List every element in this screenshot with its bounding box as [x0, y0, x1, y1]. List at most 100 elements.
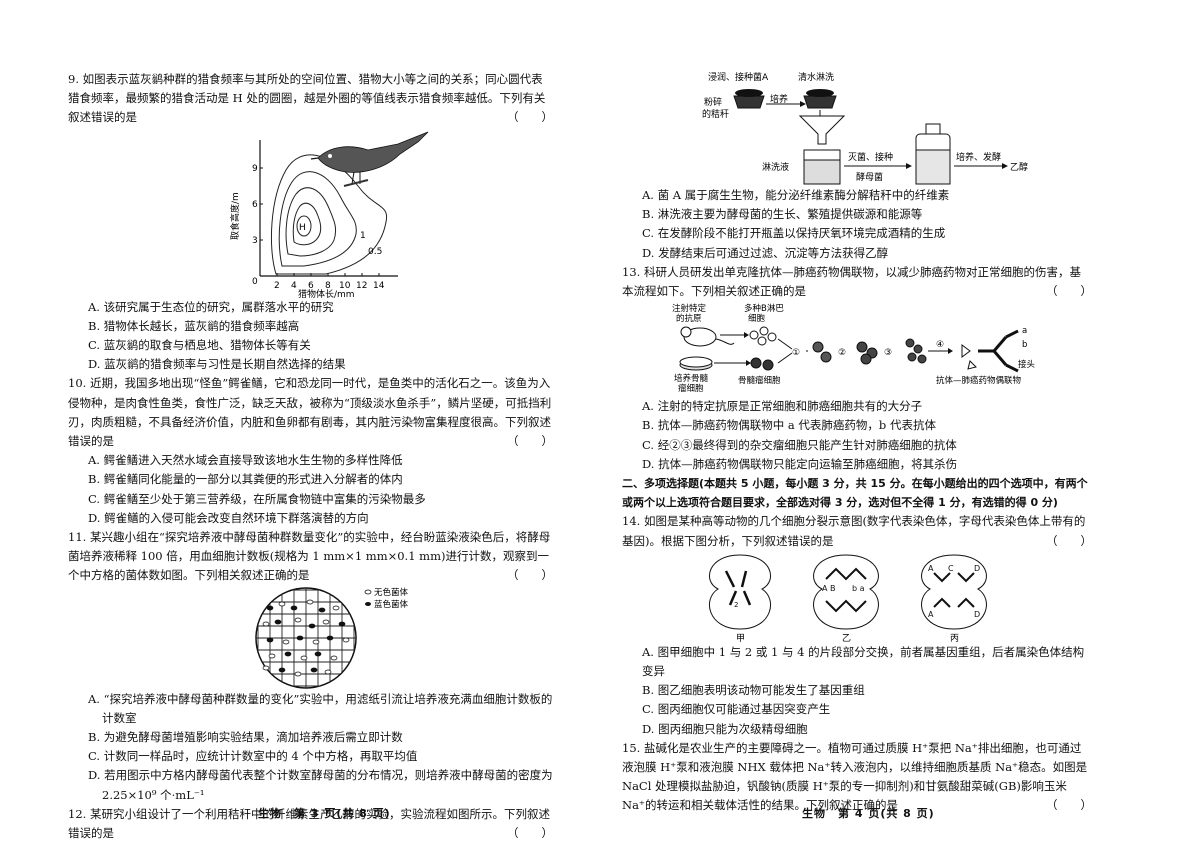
colorless-yeast-cell	[342, 637, 350, 643]
q13-flowchart: 注射特定 的抗原 多种B淋巴 细胞 培养骨髓 瘤细胞	[672, 303, 1036, 394]
step-2: ②	[838, 348, 846, 358]
answer-paren: （ ）	[507, 110, 553, 125]
svg-text:A B: A B	[822, 584, 836, 593]
antibody-conjugate-icon	[978, 329, 1019, 373]
q14-option-a[interactable]: A. 图甲细胞中 1 与 2 或 1 与 4 的片段部分交换，前者属基因重组，后…	[642, 644, 1085, 679]
q14-option-d[interactable]: D. 图丙细胞只能为次级精母细胞	[642, 721, 808, 736]
x-tick: 8	[325, 281, 331, 291]
svg-text:D: D	[974, 564, 980, 573]
colorless-yeast-cell	[282, 639, 290, 645]
q14-cell-division: 2 甲 A B b a 乙 A C D A	[708, 554, 987, 644]
x-tick: 10	[339, 281, 351, 291]
question-9-stem: 9. 如图表示蓝灰鹟种群的猎食频率与其所处的空间位置、猎物大小等之间的关系；同心…	[68, 70, 553, 128]
q12-flowchart: 浸润、接种菌A 清水淋洗 粉碎 的秸秆 培养 淋洗液 灭菌、接种 酵母菌	[702, 71, 1028, 185]
question-10-stem: 10. 近期，我国多地出现“怪鱼”鳄雀鳝，它和恐龙同一时代，是鱼类中的活化石之一…	[68, 374, 553, 451]
q11-option-b[interactable]: B. 为避免酵母菌增殖影响实验结果，滴加培养液后需立即计数	[88, 730, 403, 745]
q9-option-d[interactable]: D. 蓝灰鹟的猎食频率与习性是长期自然选择的结果	[88, 357, 346, 372]
x-tick: 2	[274, 281, 280, 291]
q11-option-c[interactable]: C. 计数同一样品时，应统计计数室中的 4 个中方格，再取平均值	[88, 749, 418, 764]
step-4: ④	[936, 340, 944, 350]
blue-yeast-cell	[318, 607, 326, 613]
answer-paren: （ ）	[507, 434, 553, 449]
q12-option-a[interactable]: A. 菌 A 属于腐生生物，能分泌纤维素酶分解秸秆中的纤维素	[642, 188, 950, 202]
x-axis-title: 猎物体长/mm	[298, 288, 355, 298]
q12-option-c[interactable]: C. 在发酵阶段不能打开瓶盖以保持厌氧环境完成酒精的生成	[642, 226, 946, 241]
inject-label-2: 的抗原	[676, 313, 702, 324]
svg-text:A: A	[928, 564, 934, 573]
x-tick: 12	[356, 281, 367, 291]
blue-yeast-cell	[296, 635, 304, 641]
q11-option-d[interactable]: D. 若用图示中方格内酵母菌代表整个计数室酵母菌的分布情况，则培养液中酵母菌的密…	[88, 768, 553, 802]
step-3: ③	[884, 348, 892, 358]
q10-option-b[interactable]: B. 鳄雀鳝同化能量的一部分以其粪便的形式进入分解者的体内	[88, 472, 403, 487]
q9-option-b[interactable]: B. 猎物体长越长，蓝灰鹟的猎食频率越高	[88, 318, 300, 333]
legend-blue: 蓝色菌体	[374, 599, 409, 610]
blue-yeast-cell	[266, 605, 274, 611]
colorless-yeast-cell	[322, 619, 330, 625]
q9-option-c[interactable]: C. 蓝灰鹟的取食与栖息地、猎物体长等有关	[88, 338, 311, 353]
q14-option-c[interactable]: C. 图丙细胞仅可能通过基因突变产生	[642, 702, 831, 717]
question-11-stem: 11. 某兴趣小组在“探究培养液中酵母菌种群数量变化”的实验中，经台盼蓝染液染色…	[68, 528, 553, 586]
question-10: 10. 近期，我国多地出现“怪鱼”鳄雀鳝，它和恐龙同一时代，是鱼类中的活化石之一…	[68, 374, 553, 528]
q13-option-b[interactable]: B. 抗体—肺癌药物偶联物中 a 代表肺癌药物，b 代表抗体	[642, 418, 936, 433]
q12-option-b[interactable]: B. 淋洗液主要为酵母菌的生长、繁殖提供碳源和能源等	[642, 207, 923, 222]
q14-option-b[interactable]: B. 图乙细胞表明该动物可能发生了基因重组	[642, 683, 865, 698]
colorless-yeast-cell	[312, 639, 320, 645]
colorless-yeast-cell	[330, 655, 338, 661]
blue-yeast-cell	[274, 619, 282, 625]
straw-label-1: 粉碎	[704, 96, 722, 108]
myeloma-label: 骨髓瘤细胞	[738, 375, 781, 386]
inject-label-1: 注射特定	[672, 303, 707, 314]
colorless-legend-icon	[364, 589, 372, 595]
q9-option-a[interactable]: A. 该研究属于生态位的研究，属群落水平的研究	[88, 299, 334, 314]
blue-yeast-cell	[326, 635, 334, 641]
ferment-label: 培养、发酵	[956, 151, 1001, 163]
question-15: 15. 盐碱化是农业生产的主要障碍之一。植物可通过质膜 H⁺泵把 Na⁺排出细胞…	[622, 739, 1092, 816]
ethanol-label: 乙醇	[1010, 161, 1028, 173]
blue-yeast-cell	[278, 667, 286, 673]
q13-flow-figure: 注射特定 的抗原 多种B淋巴 细胞 培养骨髓 瘤细胞	[622, 301, 1092, 397]
label-b: b	[1022, 340, 1027, 350]
q10-option-c[interactable]: C. 鳄雀鳝至少处于第三营养级，在所属食物链中富集的污染物最多	[88, 491, 426, 506]
q10-option-a[interactable]: A. 鳄雀鳝进入天然水域会直接导致该地水生生物的多样性降低	[88, 453, 403, 468]
blue-legend-icon	[365, 601, 371, 606]
y-axis-title: 取食高度/m	[229, 192, 241, 240]
myeloma-culture-2: 瘤细胞	[678, 383, 704, 394]
y-tick: 3	[252, 236, 258, 246]
y-tick: 9	[252, 164, 258, 174]
question-14: 14. 如图是某种高等动物的几个细胞分裂示意图(数字代表染色体，字母代表染色体上…	[622, 512, 1092, 738]
q12-option-d[interactable]: D. 发酵结束后可通过过滤、沉淀等方法获得乙醇	[642, 245, 889, 260]
blue-yeast-cell	[308, 623, 316, 629]
colorless-yeast-cell	[332, 605, 340, 611]
q13-option-a[interactable]: A. 注射的特定抗原是正常细胞和肺癌细胞共有的大分子	[642, 399, 923, 414]
contour-label-h: H	[299, 223, 306, 233]
question-9: 9. 如图表示蓝灰鹟种群的猎食频率与其所处的空间位置、猎物大小等之间的关系；同心…	[68, 70, 553, 374]
colorless-yeast-cell	[268, 653, 276, 659]
svg-text:2: 2	[734, 601, 738, 609]
counting-grid: 无色菌体 蓝色菌体	[255, 587, 409, 689]
colorless-yeast-cell	[294, 671, 302, 677]
colorless-yeast-cell	[294, 617, 302, 623]
blue-yeast-cell	[314, 651, 322, 657]
svg-text:b a: b a	[852, 584, 865, 593]
question-12: 12. 某研究小组设计了一个利用秸秆中的纤维素生产乙醇的实验，实验流程如图所示。…	[68, 805, 553, 843]
y-tick: 6	[252, 200, 258, 210]
q11-option-a[interactable]: A. “探究培养液中酵母菌种群数量的变化”实验中，用滤纸引流让培养液充满血细胞计…	[88, 691, 553, 725]
soak-label: 浸润、接种菌A	[708, 71, 769, 83]
blue-yeast-cell	[338, 621, 346, 627]
linker-label: 接头	[1018, 359, 1036, 370]
q10-option-d[interactable]: D. 鳄雀鳝的入侵可能会改变自然环境下群落演替的方向	[88, 510, 369, 525]
caption-jia: 甲	[736, 633, 745, 643]
myeloma-culture-1: 培养骨髓	[674, 373, 709, 384]
origin-label: 0	[252, 277, 258, 287]
page-footer-left: 生物 第 3 页(共 8 页)	[258, 807, 391, 820]
blue-yeast-cell	[310, 667, 318, 673]
question-15-stem: 15. 盐碱化是农业生产的主要障碍之一。植物可通过质膜 H⁺泵把 Na⁺排出细胞…	[622, 739, 1092, 816]
straw-label-2: 的秸秆	[702, 108, 729, 120]
q13-option-c[interactable]: C. 经②③最终得到的杂交瘤细胞只能产生针对肺癌细胞的抗体	[642, 437, 957, 452]
sterilize-label-2: 酵母菌	[856, 171, 883, 183]
cell-jia: 2	[708, 554, 772, 630]
contour-label-0.5: 0.5	[368, 247, 382, 257]
q13-option-d[interactable]: D. 抗体—肺癌药物偶联物只能定向运输至肺癌细胞，将其杀伤	[642, 456, 958, 471]
svg-text:A: A	[928, 610, 934, 619]
